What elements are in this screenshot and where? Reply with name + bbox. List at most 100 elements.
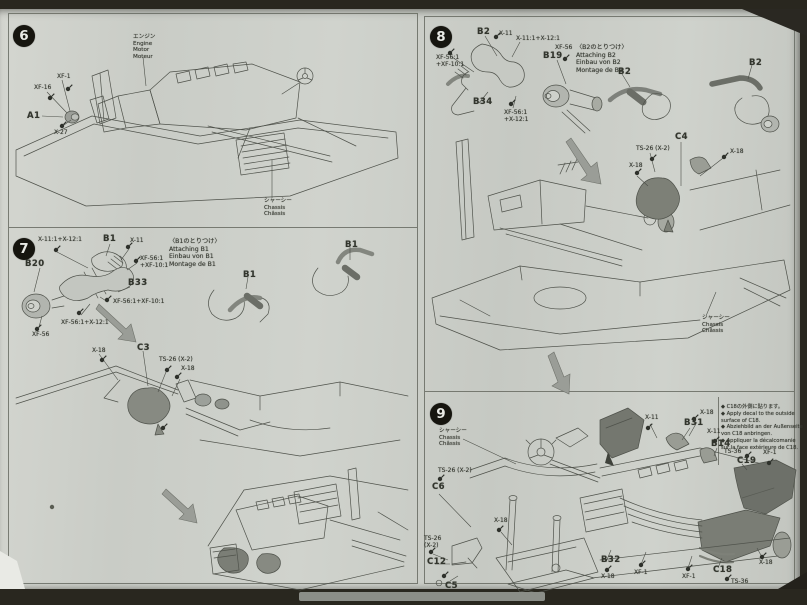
part-label: B1 (243, 270, 257, 280)
paint-callout: TS-26 (X-2) (636, 145, 670, 152)
paint-callout: X-27 (54, 129, 68, 136)
decal-note: ◆ C18の外側に貼ります。◆ Apply decal to the outsi… (721, 404, 803, 451)
paint-mark-icon (160, 423, 168, 431)
photo-edges (0, 9, 807, 601)
paint-callout: X-18 (700, 409, 714, 416)
step-9-illustration (435, 407, 797, 594)
paint-mark-icon (496, 525, 504, 533)
paint-mark-icon (562, 54, 570, 62)
part-label: C18 (713, 565, 733, 575)
paint-callout: X-18 (601, 573, 615, 580)
step-7-leader-lines (33, 243, 351, 397)
part-label: B31 (684, 418, 704, 428)
step-7-arrows (95, 303, 198, 524)
part-label: C12 (427, 557, 447, 567)
part-label: A1 (27, 111, 41, 121)
paint-callout: XF-16 (34, 84, 52, 91)
paper-page (0, 9, 800, 589)
paint-callout: X-18 (181, 365, 195, 372)
step-9-badge: 9 (430, 403, 452, 425)
paint-mark-icon (604, 565, 612, 573)
step-9-leader-lines (432, 421, 764, 582)
paint-callout: XF-56:1+XF-10:1 (436, 54, 465, 68)
step-8-badge: 8 (430, 26, 452, 48)
paint-callout: XF-1 (634, 569, 648, 576)
paint-mark-icon (638, 560, 646, 568)
part-label: C5 (445, 581, 458, 591)
step-6-illustration (15, 61, 399, 207)
paint-callout: TS-36 (724, 448, 742, 455)
paint-callout: TS-26(X-2) (424, 535, 442, 549)
step-6-badge: 6 (13, 25, 35, 47)
paint-callout: X-18 (759, 559, 773, 566)
paint-mark-icon (691, 414, 699, 422)
part-label: B14 (711, 439, 731, 449)
step-7-illustration (15, 247, 409, 591)
step-8-illustration (431, 43, 791, 351)
part-label: B34 (473, 97, 493, 107)
paint-callout: XF-1 (763, 449, 777, 456)
paint-callout: XF-56 (32, 331, 50, 338)
paint-callout: TS-26 (X-2) (438, 467, 472, 474)
paint-callout: XF-56:1+X-12:1 (61, 319, 109, 326)
paint-callout: X-18 (730, 148, 744, 155)
part-label: B33 (128, 278, 148, 288)
part-label: B1 (103, 234, 117, 244)
paint-mark-icon (634, 168, 642, 176)
paint-callout: X-18 (92, 347, 106, 354)
paint-mark-icon (721, 152, 729, 160)
paint-mark-icon (99, 355, 107, 363)
paint-mark-icon (437, 474, 445, 482)
part-label: C3 (137, 343, 150, 353)
paint-mark-icon (759, 552, 767, 560)
paint-mark-icon (76, 308, 84, 316)
step-8-leader-lines (451, 35, 753, 317)
paint-callout: XF-56:1+XF-10:1 (140, 255, 169, 269)
paint-callout: X-11 (130, 237, 144, 244)
paint-mark-icon (649, 154, 657, 162)
paint-callout: XF-56 (555, 44, 573, 51)
paint-mark-icon (441, 571, 449, 579)
paint-callout: XF-1 (57, 73, 71, 80)
paint-mark-icon (133, 256, 141, 264)
part-label: B2 (477, 27, 491, 37)
paint-mark-icon (724, 574, 732, 582)
paint-mark-icon (645, 423, 653, 431)
paint-mark-icon (766, 458, 774, 466)
part-label: B1 (345, 240, 359, 250)
paint-callout: TS-36 (731, 578, 749, 585)
paint-mark-icon (125, 242, 133, 250)
part-label: B2 (749, 58, 763, 68)
paint-mark-icons (34, 32, 774, 582)
paint-mark-icon (59, 121, 67, 129)
paint-callout: X-11 (499, 30, 513, 37)
paint-callout: X-11:1+X-12:1 (516, 35, 560, 42)
paint-callout: X-11:1+X-12:1 (38, 236, 82, 243)
paint-callout: XF-56:1+XF-10:1 (113, 298, 165, 305)
paint-mark-icon (712, 436, 720, 444)
paint-callout: XF-56:1+X-12:1 (504, 109, 529, 123)
step-7-badge: 7 (13, 238, 35, 260)
paint-mark-icon (447, 48, 455, 56)
paint-mark-icon (53, 245, 61, 253)
part-label: B20 (25, 259, 45, 269)
paint-callout: X-11 (645, 414, 659, 421)
paint-mark-icon (47, 93, 55, 101)
part-label: C19 (737, 456, 757, 466)
part-label: B19 (543, 51, 563, 61)
part-label: B2 (618, 67, 632, 77)
paint-callout: X-18 (629, 162, 643, 169)
part-label: B32 (601, 555, 621, 565)
paint-mark-icon (493, 32, 501, 40)
paint-mark-icon (34, 324, 42, 332)
part-label: C4 (675, 132, 688, 142)
step-6-leader-lines (41, 56, 273, 198)
paint-mark-icon (65, 84, 73, 92)
